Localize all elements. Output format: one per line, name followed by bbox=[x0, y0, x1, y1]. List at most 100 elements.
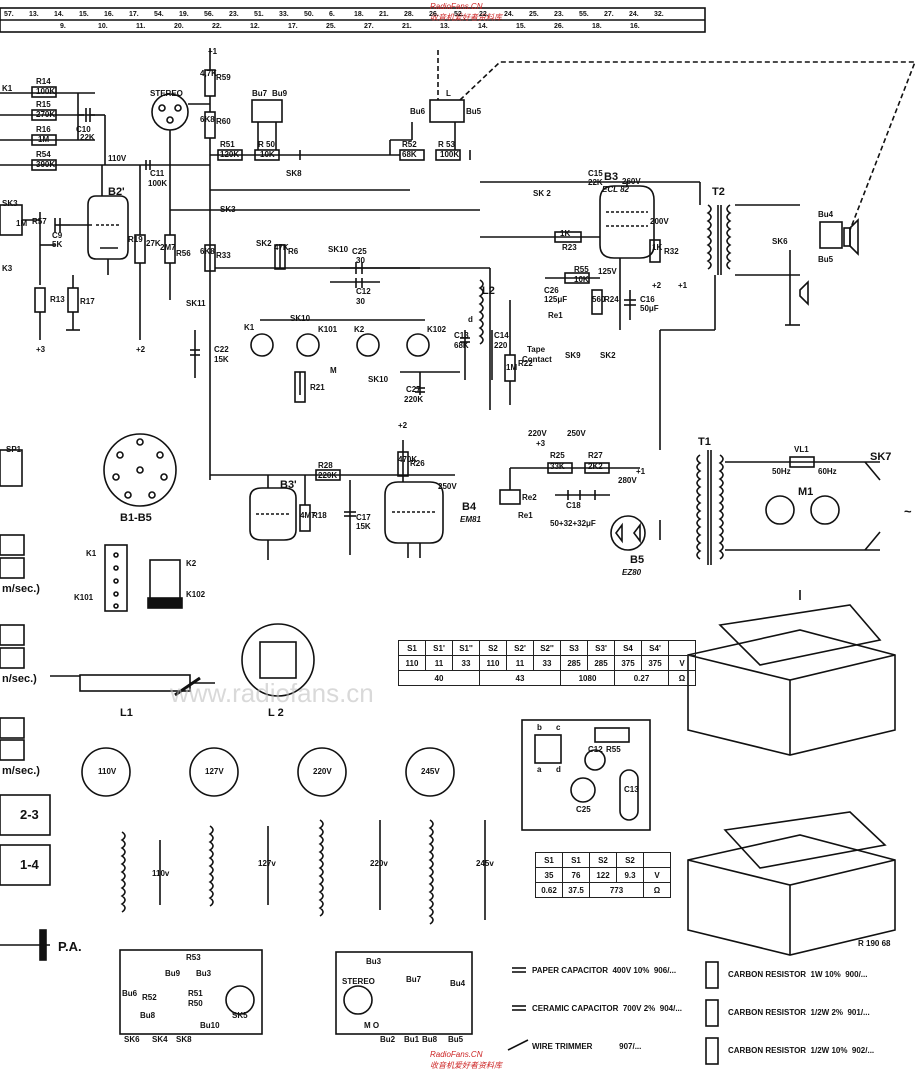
component-label-r33: R33 bbox=[216, 251, 231, 260]
table-cell: S2 bbox=[479, 640, 507, 656]
pcb-label-sk5: SK5 bbox=[232, 1011, 248, 1020]
grid-ref-bottom: 17. bbox=[288, 23, 298, 30]
label-k2: K2 bbox=[354, 325, 365, 334]
component-label-r50v: 10K bbox=[260, 150, 275, 159]
tube-b3p bbox=[249, 487, 297, 541]
transformer-t1-primary bbox=[696, 454, 702, 560]
component-label-c22: C22 bbox=[214, 345, 229, 354]
table-cell: 11 bbox=[425, 655, 453, 671]
pcb-label-r55: R55 bbox=[606, 745, 621, 754]
label-b3-type: ECL 82 bbox=[602, 185, 629, 194]
pcb-label-bu3: Bu3 bbox=[196, 969, 212, 978]
label-re2: Re2 bbox=[522, 493, 537, 502]
pcb-label-stereo: STEREO bbox=[342, 977, 375, 986]
tube-b4 bbox=[384, 481, 444, 544]
pcb-sk8 bbox=[119, 949, 263, 1035]
grid-ref-top: 27. bbox=[604, 11, 614, 18]
grid-ref-bottom: 16. bbox=[630, 23, 640, 30]
label-sk11: SK11 bbox=[186, 299, 206, 308]
component-label-r13: R13 bbox=[50, 295, 65, 304]
component-label-c9: C9 bbox=[52, 231, 63, 240]
label-plus1-top: +1 bbox=[208, 47, 218, 56]
label-plus2-b4: +2 bbox=[398, 421, 408, 430]
label-speed-1: m/sec.) bbox=[2, 583, 40, 595]
grid-ref-top: 52. bbox=[454, 11, 464, 18]
label-b3: B3 bbox=[604, 171, 619, 183]
tapping-110v: 110v bbox=[152, 869, 170, 878]
component-label-r60v: 6K8 bbox=[200, 115, 215, 124]
component-label-c12v: 30 bbox=[356, 297, 365, 306]
label-l2-socket: L 2 bbox=[268, 707, 284, 719]
component-label-c14v: 220 bbox=[494, 341, 508, 350]
label-k1-module: K1 bbox=[86, 549, 97, 558]
table-cell: 35 bbox=[535, 867, 563, 883]
label-l2: L2 bbox=[482, 285, 495, 297]
component-label-r52v: 68K bbox=[402, 150, 417, 159]
grid-ref-top: 56. bbox=[204, 11, 214, 18]
component-label-r15v: 270K bbox=[36, 110, 56, 119]
tube-stereo bbox=[151, 93, 189, 131]
watermark-bottom: RadioFans.CN bbox=[430, 1050, 483, 1059]
resistor-r14 bbox=[31, 86, 57, 98]
label-200v: 200V bbox=[650, 217, 669, 226]
t2-drawing bbox=[687, 834, 896, 956]
selector-110v: 110V bbox=[98, 767, 117, 776]
coil-l2 bbox=[478, 279, 484, 345]
component-label-r16: R16 bbox=[36, 125, 51, 134]
component-label-c25v: 30 bbox=[356, 256, 365, 265]
label-b2: B2' bbox=[108, 186, 125, 198]
socket-b1-b5 bbox=[103, 433, 177, 507]
grid-ref-top: 23. bbox=[554, 11, 564, 18]
grid-ref-top: 24. bbox=[629, 11, 639, 18]
grid-ref-top: 13. bbox=[29, 11, 39, 18]
motor-m1 bbox=[765, 495, 795, 525]
tube-b5 bbox=[610, 515, 646, 551]
grid-ref-bottom: 10. bbox=[98, 23, 108, 30]
pcb-label-sk6: SK6 bbox=[124, 1035, 140, 1044]
label-plus3-left: +3 bbox=[36, 345, 46, 354]
label-tape: Tape bbox=[527, 345, 546, 354]
pcb-r55 bbox=[521, 719, 651, 831]
label-k102-module: K102 bbox=[186, 590, 206, 599]
component-label-r16v: 1M bbox=[38, 135, 50, 144]
component-label-c15: C15 bbox=[588, 169, 603, 178]
component-label-r54v: 390K bbox=[36, 160, 56, 169]
pcb-label-a: a bbox=[537, 765, 542, 774]
component-label-r28: R28 bbox=[318, 461, 333, 470]
component-label-r32v: 1K bbox=[652, 243, 663, 252]
component-label-c26v: 125μF bbox=[544, 295, 568, 304]
label-k2-module: K2 bbox=[186, 559, 197, 568]
table-cell: 37.5 bbox=[562, 882, 590, 898]
table-cell: Ω bbox=[643, 882, 671, 898]
grid-ref-top: 21. bbox=[379, 11, 389, 18]
pcb-label-r51: R51 bbox=[188, 989, 203, 998]
grid-ref-top: 22. bbox=[479, 11, 489, 18]
label-1-4: 1-4 bbox=[20, 857, 39, 872]
label-d-mark: d bbox=[468, 315, 473, 324]
table-cell: S2 bbox=[589, 852, 617, 868]
pcb-label-r53: R53 bbox=[186, 953, 201, 962]
tube-b3 bbox=[599, 185, 655, 259]
transformer-t2-secondary bbox=[726, 204, 732, 270]
component-label-c25: C25 bbox=[352, 247, 367, 256]
label-k101-module: K101 bbox=[74, 593, 94, 602]
component-label-c16: C16 bbox=[640, 295, 655, 304]
pcb-label-d: d bbox=[556, 765, 561, 774]
table-cell: 110 bbox=[398, 655, 426, 671]
component-label-r22: R22 bbox=[518, 359, 533, 368]
label-plus3-ps: +3 bbox=[536, 439, 546, 448]
table-cell: 0.62 bbox=[535, 882, 563, 898]
pcb-label-c: c bbox=[556, 723, 561, 732]
grid-ref-bottom: 12. bbox=[250, 23, 260, 30]
grid-ref-top: 51. bbox=[254, 11, 264, 18]
grid-ref-top: 54. bbox=[154, 11, 164, 18]
grid-ref-bottom: 25. bbox=[326, 23, 336, 30]
component-label-c10v: 22K bbox=[80, 133, 95, 142]
label-sk10-mid: SK10 bbox=[290, 314, 311, 323]
component-label-r14v: 100K bbox=[36, 87, 56, 96]
label-sk2: SK2 bbox=[256, 239, 272, 248]
label-60hz: 60Hz bbox=[818, 467, 837, 476]
component-label-c26: C26 bbox=[544, 286, 559, 295]
component-label-c11: C11 bbox=[150, 169, 165, 178]
label-plus2-b2: +2 bbox=[136, 345, 146, 354]
